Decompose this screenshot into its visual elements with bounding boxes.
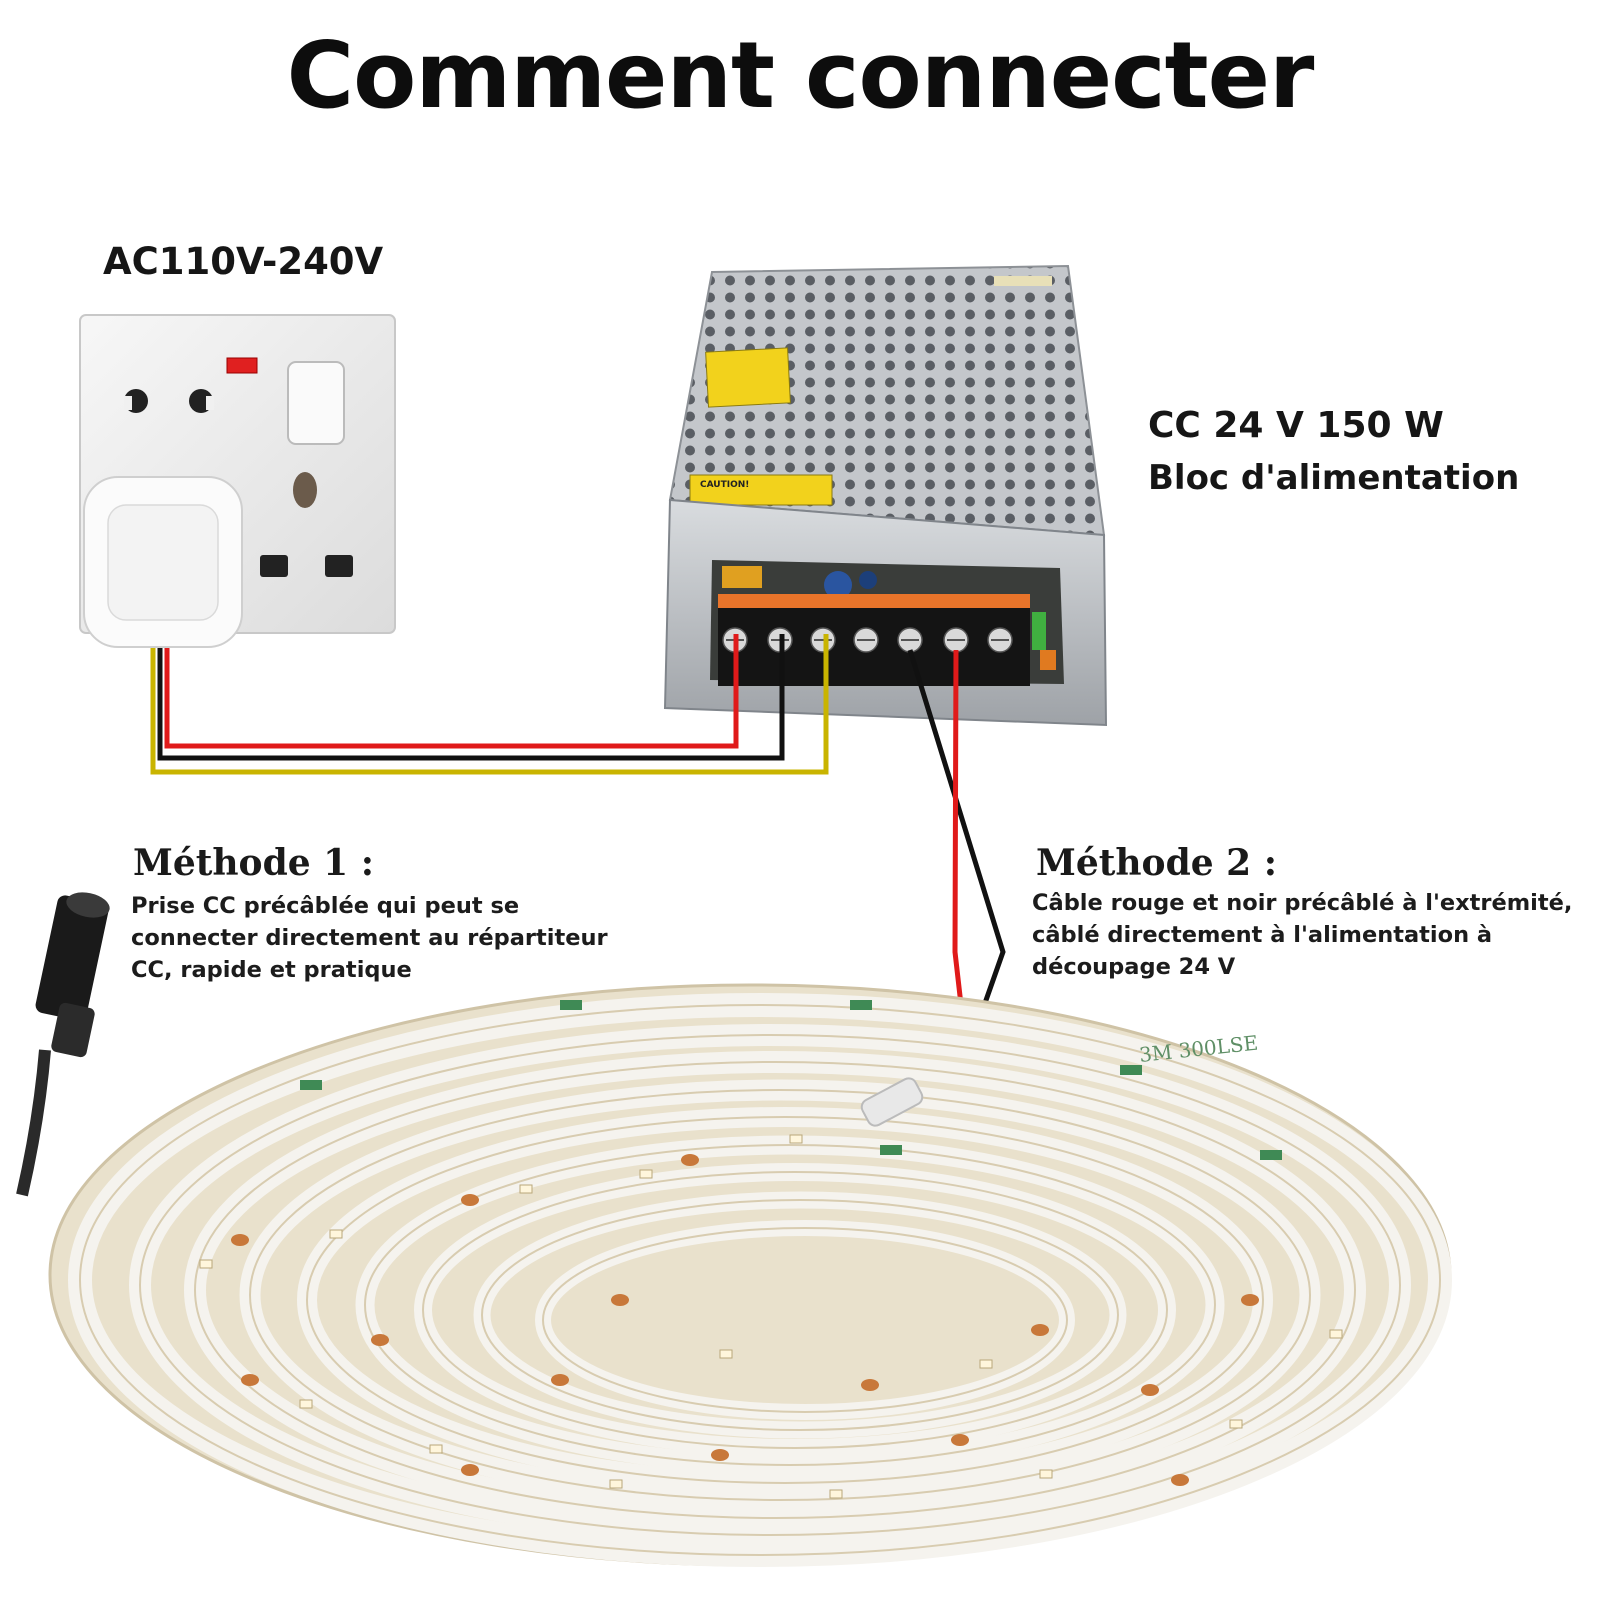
page-title: Comment connecter <box>286 22 1315 129</box>
method-1-title: Méthode 1 : <box>133 842 375 884</box>
ac-wiring <box>150 634 829 775</box>
cable-sleeve <box>860 1077 924 1127</box>
wall-socket-icon <box>79 314 396 648</box>
caution-label: CAUTION! <box>700 480 749 490</box>
dc-jack-icon <box>16 892 110 1197</box>
method-1-description: Prise CC précâblée qui peut se connecter… <box>131 893 608 983</box>
power-supply-spec: CC 24 V 150 W <box>1148 405 1444 446</box>
ac-input-label: AC110V-240V <box>103 240 384 283</box>
method-2-title: Méthode 2 : <box>1036 842 1278 884</box>
power-supply-name: Bloc d'alimentation <box>1148 458 1520 498</box>
method-2-description: Câble rouge et noir précâblé à l'extrémi… <box>1032 890 1573 980</box>
led-strip-reel-icon: 3M 300LSE <box>48 983 1452 1567</box>
power-supply-icon: CAUTION! <box>663 264 1108 727</box>
